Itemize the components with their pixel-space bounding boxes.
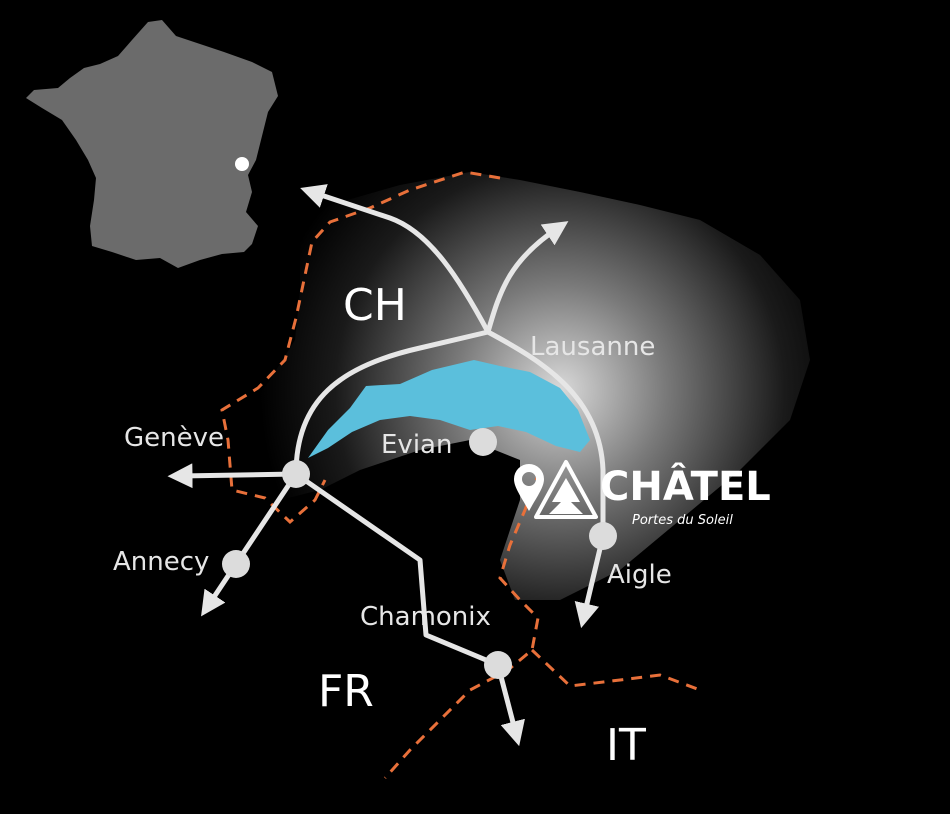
city-label-geneve: Genève — [124, 423, 224, 453]
route-lausanne-aigle — [485, 329, 606, 539]
lake-geneva — [308, 360, 590, 458]
route-geneve-annecy — [201, 471, 299, 617]
route-geneve-west — [167, 463, 299, 489]
chatel-wordmark: CHÂTEL — [600, 462, 771, 510]
location-pin-icon — [514, 464, 544, 511]
country-label-it: IT — [606, 720, 646, 771]
city-label-lausanne: Lausanne — [530, 332, 655, 362]
france-map-icon — [26, 20, 278, 268]
route-lausanne-northeast — [485, 221, 569, 335]
city-label-chamonix: Chamonix — [360, 602, 491, 632]
city-label-evian: Evian — [381, 430, 452, 460]
country-label-ch: CH — [343, 280, 407, 331]
annecy-node — [222, 550, 250, 578]
route-lausanne-northwest — [300, 184, 491, 335]
route-geneve-chamonix — [293, 471, 501, 668]
city-label-aigle: Aigle — [607, 560, 672, 590]
evian-node — [469, 428, 497, 456]
route-north-arc — [293, 329, 491, 477]
pine-tree-icon — [534, 460, 598, 519]
country-label-fr: FR — [318, 666, 374, 717]
chamonix-node — [484, 651, 512, 679]
geneve-node — [282, 460, 310, 488]
aigle-node — [589, 522, 617, 550]
city-label-annecy: Annecy — [113, 547, 209, 577]
transport-routes — [167, 184, 606, 747]
chatel-logo: CHÂTEL Portes du Soleil — [514, 460, 771, 528]
chatel-location-marker — [235, 157, 249, 171]
chatel-tagline: Portes du Soleil — [632, 513, 733, 528]
